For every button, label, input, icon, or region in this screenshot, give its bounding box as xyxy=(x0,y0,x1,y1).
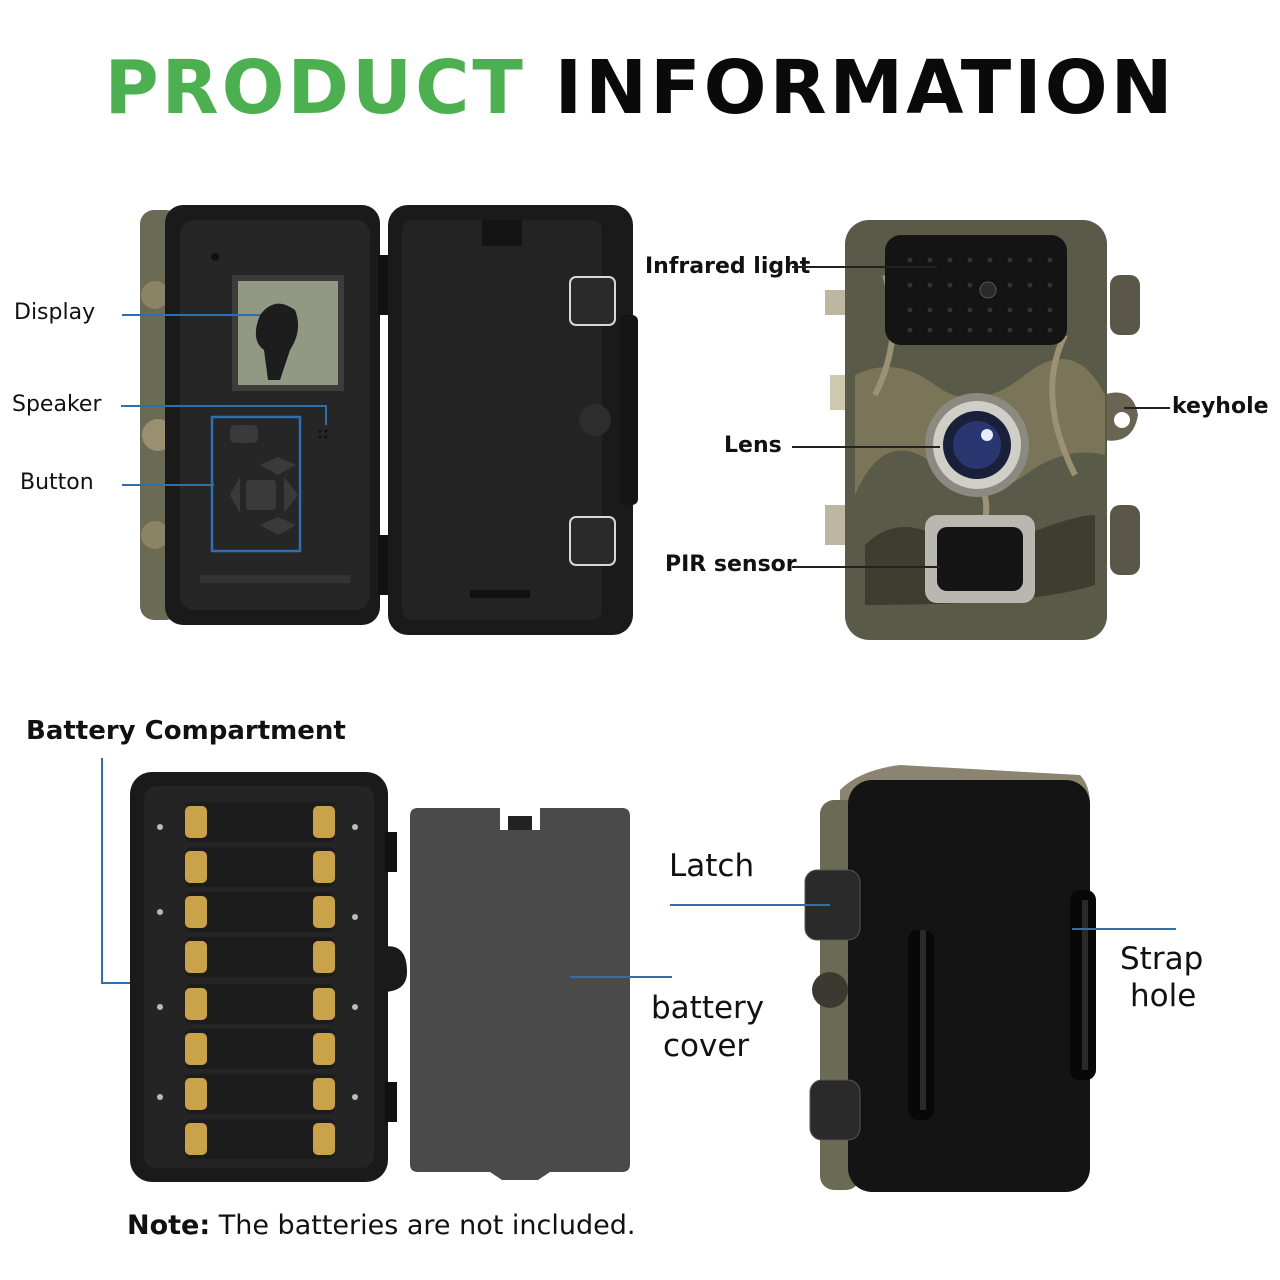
title-part-black: INFORMATION xyxy=(554,45,1176,131)
label-infrared-light: Infrared light xyxy=(645,254,811,279)
label-display: Display xyxy=(14,300,96,325)
title-part-green: PRODUCT xyxy=(104,45,526,131)
leader-display xyxy=(122,314,260,316)
label-speaker: Speaker xyxy=(12,392,102,417)
leader-pir-sensor xyxy=(792,566,940,568)
label-battery-cover-line2: cover xyxy=(663,1028,750,1064)
leader-lens xyxy=(792,446,940,448)
leader-strap-hole xyxy=(1072,928,1176,930)
leader-infrared-light xyxy=(792,266,937,268)
note-body: The batteries are not included. xyxy=(210,1210,636,1241)
battery-compartment-illustration xyxy=(130,772,407,1182)
page-title: PRODUCT INFORMATION xyxy=(0,48,1280,128)
label-strap-hole-line1: Strap xyxy=(1120,941,1204,977)
label-battery-compartment: Battery Compartment xyxy=(26,716,346,746)
battery-cover-illustration xyxy=(410,808,630,1180)
label-button: Button xyxy=(20,470,94,495)
leader-battery-cover xyxy=(570,976,672,978)
note-text: Note: The batteries are not included. xyxy=(127,1210,635,1241)
label-strap-hole-line2: hole xyxy=(1130,978,1197,1014)
leader-button xyxy=(122,484,214,486)
label-keyhole: keyhole xyxy=(1172,394,1269,419)
front-camera-illustration xyxy=(825,220,1140,640)
label-battery-cover-line1: battery xyxy=(651,990,765,1026)
leader-speaker-drop xyxy=(325,405,327,425)
leader-keyhole xyxy=(1124,407,1170,409)
open-camera-illustration xyxy=(140,205,638,635)
leader-battery-compartment-vertical xyxy=(101,758,103,984)
leader-speaker xyxy=(121,405,326,407)
label-pir-sensor: PIR sensor xyxy=(665,552,797,577)
note-prefix: Note: xyxy=(127,1210,211,1241)
label-latch: Latch xyxy=(669,848,755,884)
leader-latch xyxy=(670,904,830,906)
label-lens: Lens xyxy=(724,433,782,458)
back-camera-illustration xyxy=(804,765,1096,1192)
